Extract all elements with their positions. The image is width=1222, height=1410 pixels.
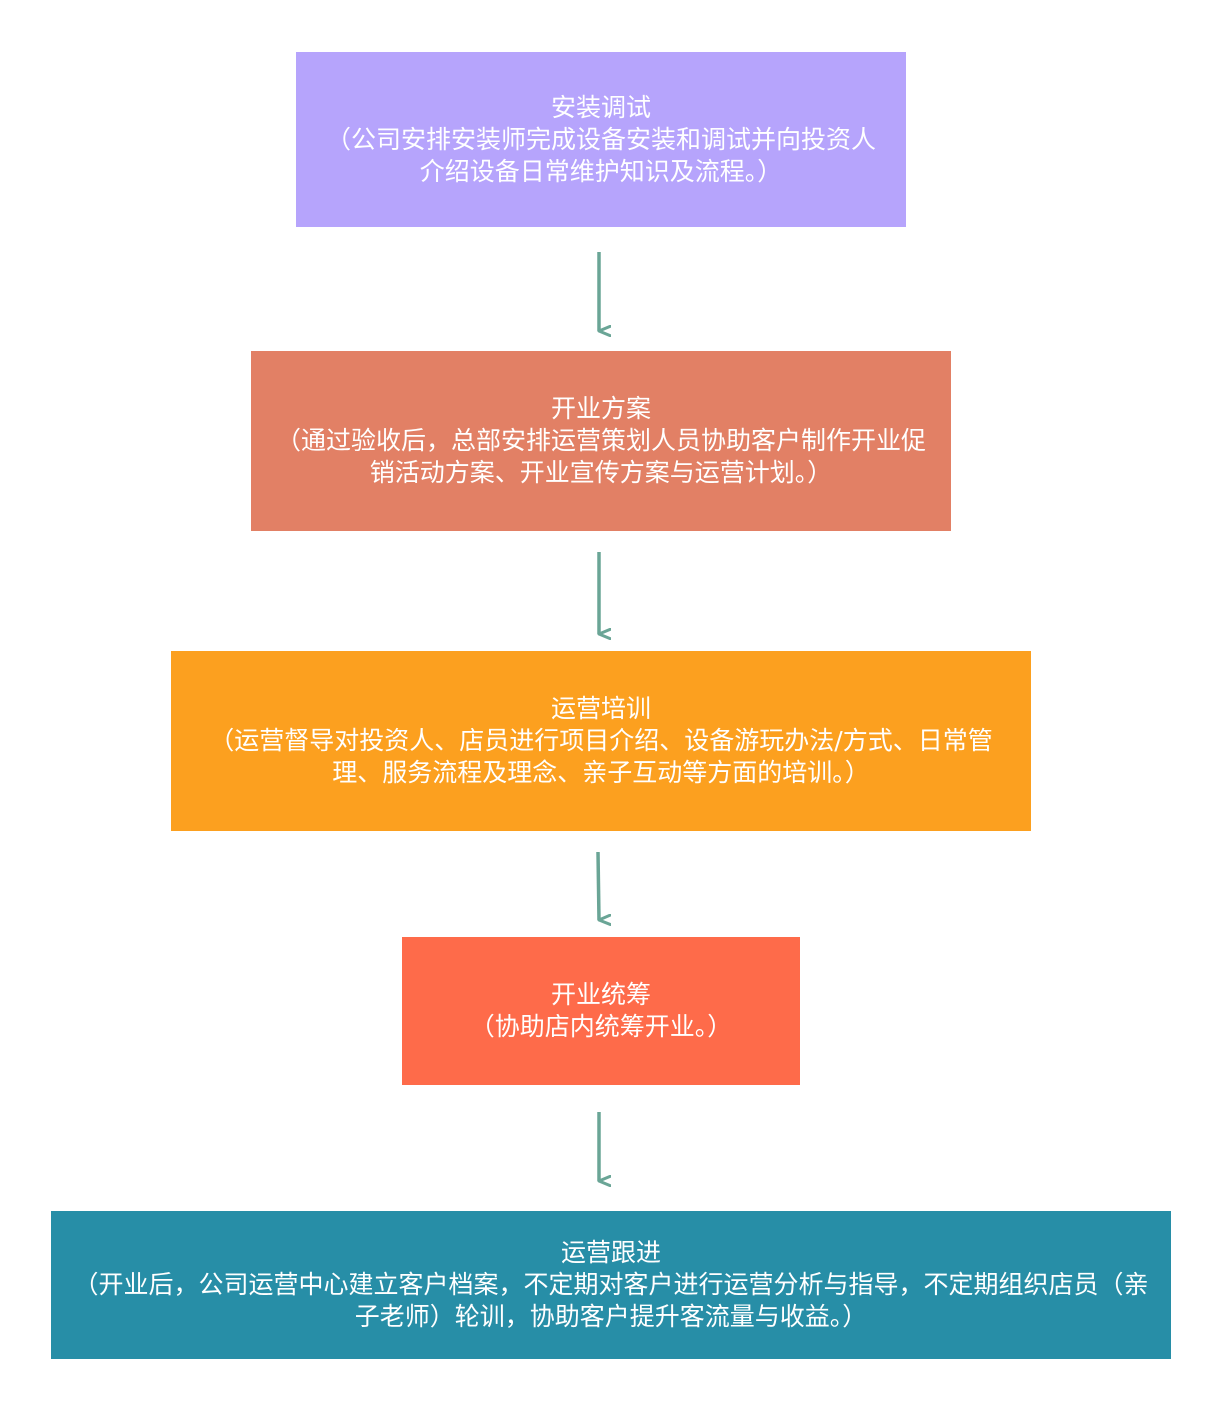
- step-install-debug: 安装调试 （公司安排安装师完成设备安装和调试并向投资人介绍设备日常维护知识及流程…: [296, 52, 906, 227]
- step-title: 运营培训: [550, 694, 651, 723]
- step-description: （公司安排安装师完成设备安装和调试并向投资人介绍设备日常维护知识及流程。）: [325, 124, 876, 186]
- step-operation-follow-up: 运营跟进 （开业后，公司运营中心建立客户档案，不定期对客户进行运营分析与指导，不…: [51, 1211, 1171, 1359]
- step-operation-training: 运营培训 （运营督导对投资人、店员进行项目介绍、设备游玩办法/方式、日常管理、服…: [171, 651, 1031, 831]
- step-title: 安装调试: [550, 92, 651, 122]
- step-title: 开业方案: [550, 394, 651, 423]
- step-opening-coordination: 开业统筹 （协助店内统筹开业。）: [402, 937, 800, 1085]
- arrow-3-to-4: [596, 851, 599, 920]
- step-description: （开业后，公司运营中心建立客户档案，不定期对客户进行运营分析与指导，不定期组织店…: [73, 1270, 1149, 1331]
- step-description: （通过验收后，总部安排运营策划人员协助客户制作开业促销活动方案、开业宣传方案与运…: [275, 426, 926, 487]
- step-title: 开业统筹: [550, 980, 651, 1009]
- step-description: （协助店内统筹开业。）: [469, 1012, 733, 1041]
- step-description: （运营督导对投资人、店员进行项目介绍、设备游玩办法/方式、日常管理、服务流程及理…: [209, 726, 993, 787]
- step-opening-plan: 开业方案 （通过验收后，总部安排运营策划人员协助客户制作开业促销活动方案、开业宣…: [251, 351, 951, 531]
- step-title: 运营跟进: [560, 1238, 661, 1267]
